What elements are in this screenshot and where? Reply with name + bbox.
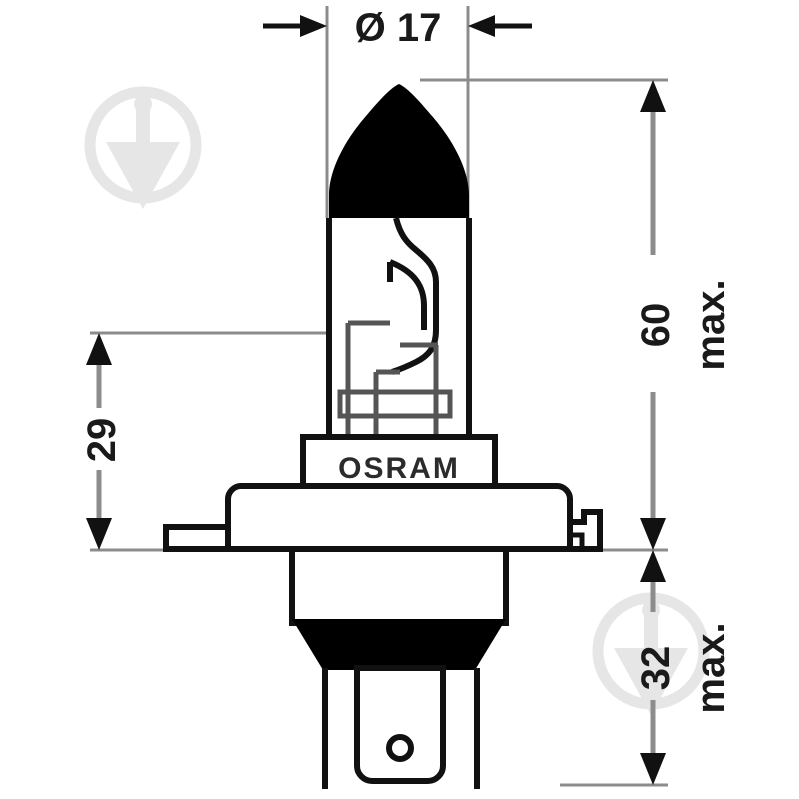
bulb-dome-cap [329, 84, 469, 218]
dimension-height-base: 32 max. [634, 550, 733, 785]
dimension-filament-position: 29 [80, 333, 124, 550]
base-terminal-blades [322, 668, 480, 789]
filament-shield [337, 389, 453, 419]
flange-tab-right [567, 509, 603, 552]
flange-tab-left [163, 524, 231, 552]
dimension-height-total-value: 60 [634, 303, 678, 348]
dimension-height-total: 60 max. [634, 80, 733, 550]
dimension-height-total-qualifier: max. [689, 279, 733, 370]
filament-supports [345, 320, 439, 437]
bulb-flange [225, 483, 573, 552]
base-taper-shoulder [292, 619, 506, 670]
watermark-logo-top-left [84, 86, 202, 209]
dimension-height-base-value: 32 [634, 646, 678, 691]
dimension-height-base-qualifier: max. [689, 622, 733, 713]
dimension-filament-position-label: 29 [80, 418, 124, 463]
bulb-lower-base [289, 546, 509, 626]
dimension-diameter-label: Ø 17 [355, 6, 442, 50]
dimension-diameter: Ø 17 [263, 6, 532, 50]
extension-lines [90, 6, 668, 787]
brand-label: OSRAM [338, 452, 460, 485]
filament-assembly [387, 217, 439, 375]
base-connector-terminal [354, 665, 446, 784]
